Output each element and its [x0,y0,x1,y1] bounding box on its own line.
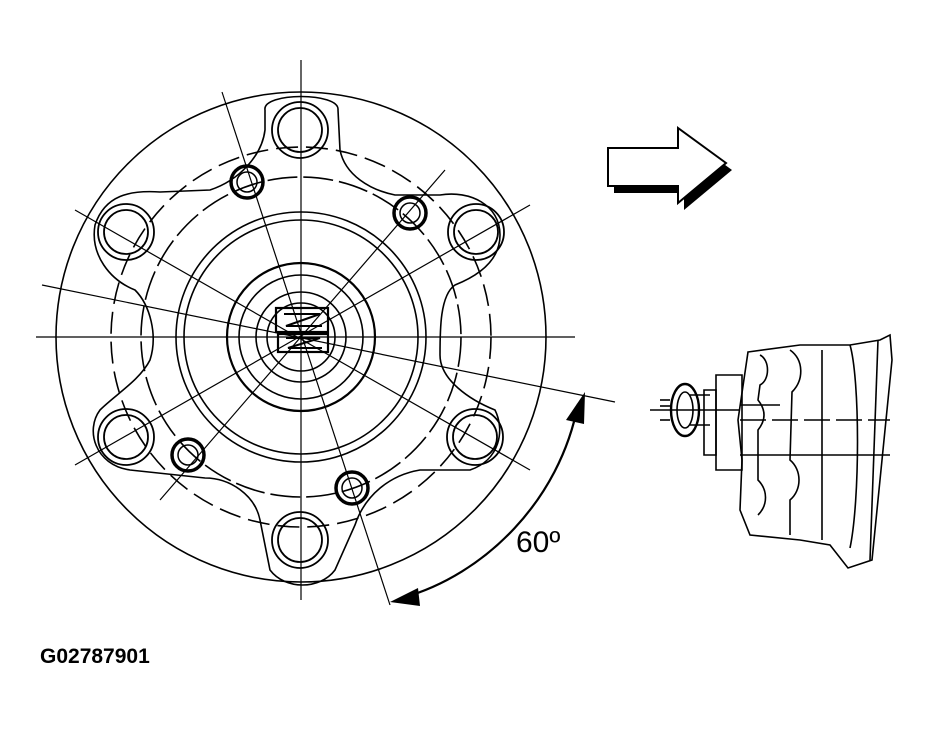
hub-side-view [650,333,893,569]
centerlines [36,60,616,606]
threaded-hole [334,470,370,506]
bolt-hole [271,101,329,159]
threaded-hole [229,164,265,200]
angle-arrow-icon [390,392,585,606]
flange-outline [92,95,501,586]
threaded-hole [170,437,206,473]
threaded-hole [392,195,428,231]
bolt-holes [97,101,505,569]
threaded-holes [170,164,428,506]
bolt-hole [97,408,155,466]
bolt-hole [446,408,504,466]
figure-id: G02787901 [40,645,150,668]
bolt-hole [271,511,329,569]
angle-label: 60º [516,526,561,559]
bolt-hole [97,203,155,261]
direction-arrow-icon [607,126,732,210]
bolt-hole [447,203,505,261]
